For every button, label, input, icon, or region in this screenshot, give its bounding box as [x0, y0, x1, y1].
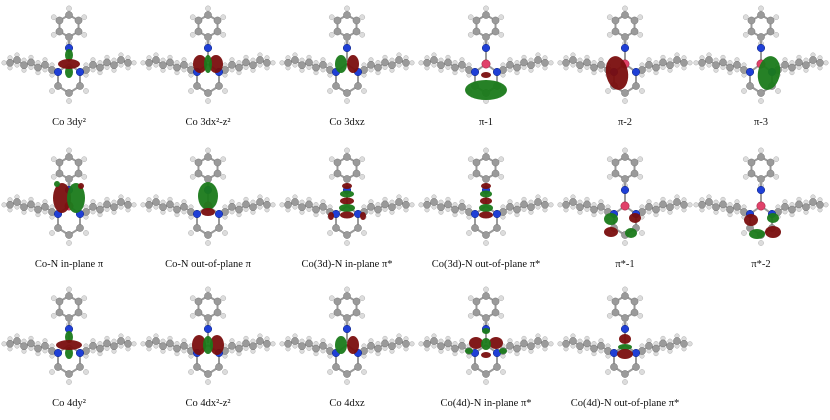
molecule-skeleton [140, 147, 276, 246]
orbital-lobes [744, 213, 781, 239]
molecule-render [557, 286, 693, 385]
orbital-panel: Co(4d)-N out-of-plane π* [556, 281, 694, 420]
molecule-skeleton [557, 286, 693, 385]
molecule-render [279, 147, 415, 246]
orbital-label: Co(3d)-N in-plane π* [301, 259, 393, 270]
orbital-label: Co-N in-plane π [34, 259, 104, 270]
molecule-render [693, 147, 829, 246]
molecule-render [418, 147, 554, 246]
orbital-panel: Co 4dx²-z² [139, 281, 277, 420]
orbital-panel: Co(3d)-N out-of-plane π* [417, 142, 555, 281]
orbital-panel: π-2 [556, 0, 694, 139]
molecule-render [1, 5, 137, 104]
cobalt-atom [481, 59, 491, 69]
orbital-panel: π*-2 [692, 142, 830, 281]
orbital-label: Co(3d)-N out-of-plane π* [431, 259, 541, 270]
molecule-skeleton [693, 5, 829, 104]
orbital-lobes [465, 328, 507, 358]
orbital-label: π*-2 [751, 259, 771, 270]
orbital-label: π-2 [617, 117, 633, 128]
molecule-skeleton [418, 147, 554, 246]
molecule-render [140, 5, 276, 104]
orbital-panel: Co-N in-plane π [0, 142, 138, 281]
molecule-skeleton [1, 5, 137, 104]
orbital-label: π-3 [753, 117, 769, 128]
molecule-render [557, 147, 693, 246]
orbital-lobes [56, 331, 82, 359]
orbital-lobes [193, 55, 223, 73]
orbital-label: Co 3dy² [52, 117, 86, 128]
orbital-lobes [479, 183, 493, 219]
molecule-skeleton [279, 5, 415, 104]
orbital-panel: Co(4d)-N in-plane π* [417, 281, 555, 420]
orbital-panel: π*-1 [556, 142, 694, 281]
molecule-skeleton [140, 286, 276, 385]
orbital-label: Co(4d)-N out-of-plane π* [570, 398, 680, 409]
molecule-render [418, 286, 554, 385]
orbital-lobes [757, 56, 781, 90]
cobalt-atom [756, 201, 766, 211]
molecule-render [693, 5, 829, 104]
molecule-render [557, 5, 693, 104]
molecule-skeleton [557, 147, 693, 246]
orbital-lobes [604, 213, 641, 238]
orbital-lobes [605, 56, 629, 90]
molecule-render [418, 5, 554, 104]
orbital-lobes [335, 55, 359, 73]
orbital-lobes [58, 49, 80, 78]
orbital-lobes [617, 334, 633, 359]
orbital-label: Co 4dxz [329, 398, 365, 409]
orbital-label: Co(4d)-N in-plane π* [440, 398, 532, 409]
orbital-panel: π-3 [692, 0, 830, 139]
orbital-lobes [198, 182, 218, 216]
molecule-skeleton [418, 5, 554, 104]
orbital-label: Co 3dx²-z² [185, 117, 231, 128]
orbital-lobes [192, 335, 224, 355]
molecule-skeleton [557, 5, 693, 104]
molecule-render [140, 147, 276, 246]
orbital-label: Co 3dxz [329, 117, 365, 128]
molecule-render [1, 147, 137, 246]
molecule-render [1, 286, 137, 385]
orbital-label: Co 4dx²-z² [185, 398, 231, 409]
molecule-render [279, 286, 415, 385]
orbital-panel: Co 4dy² [0, 281, 138, 420]
orbital-panel: π-1 [417, 0, 555, 139]
orbital-panel: Co 3dx²-z² [139, 0, 277, 139]
orbital-label: π*-1 [615, 259, 635, 270]
molecule-skeleton [418, 286, 554, 385]
molecule-render [279, 5, 415, 104]
orbital-panel: Co-N out-of-plane π [139, 142, 277, 281]
orbital-panel: Co 3dxz [278, 0, 416, 139]
molecule-skeleton [140, 5, 276, 104]
molecule-render [140, 286, 276, 385]
orbital-panel: Co(3d)-N in-plane π* [278, 142, 416, 281]
orbital-label: π-1 [478, 117, 494, 128]
molecule-skeleton [279, 286, 415, 385]
orbital-panel: Co 3dy² [0, 0, 138, 139]
orbital-lobes [335, 336, 359, 354]
orbital-lobes [53, 181, 85, 213]
orbital-panel: Co 4dxz [278, 281, 416, 420]
orbital-label: Co-N out-of-plane π [165, 259, 251, 270]
cobalt-atom [620, 201, 630, 211]
orbital-label: Co 4dy² [52, 398, 86, 409]
molecule-skeleton [1, 286, 137, 385]
orbital-lobes [328, 183, 366, 220]
orbital-lobes [465, 72, 507, 100]
molecule-skeleton [1, 147, 137, 246]
